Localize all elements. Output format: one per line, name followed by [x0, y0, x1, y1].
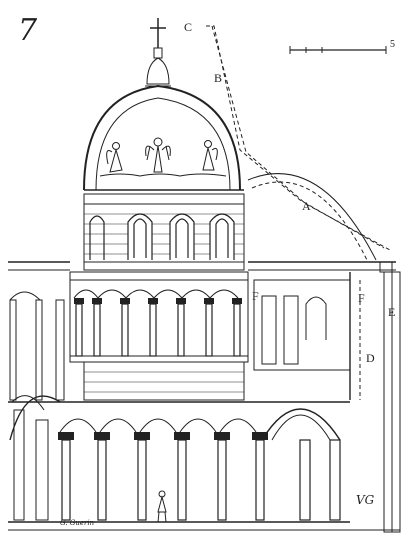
lantern-finial: [145, 47, 171, 87]
right-wall: [253, 271, 401, 533]
left-wall: [8, 261, 70, 521]
upper-arcade: [69, 271, 249, 363]
label-f: F: [252, 289, 259, 303]
cross: [150, 18, 166, 48]
label-b: B: [214, 71, 223, 85]
label-c: C: [184, 20, 193, 34]
label-e: E: [388, 305, 396, 319]
figure-number: 7: [18, 13, 38, 48]
fresco-angels: [99, 137, 227, 177]
scale-bar: [289, 46, 387, 54]
artist-monogram: VG: [356, 493, 375, 507]
lower-arcade: [8, 395, 350, 523]
label-a: A: [302, 199, 311, 213]
label-f2: F: [358, 291, 365, 305]
drum-windows: [89, 213, 235, 260]
roof-profiles: [206, 25, 396, 273]
artist-signature: G. Guerin: [60, 519, 95, 527]
label-d: D: [366, 351, 375, 365]
human-figure: [157, 490, 167, 523]
dome: [83, 84, 244, 195]
masonry-band: [83, 361, 245, 401]
scale-label: 5: [390, 39, 395, 50]
